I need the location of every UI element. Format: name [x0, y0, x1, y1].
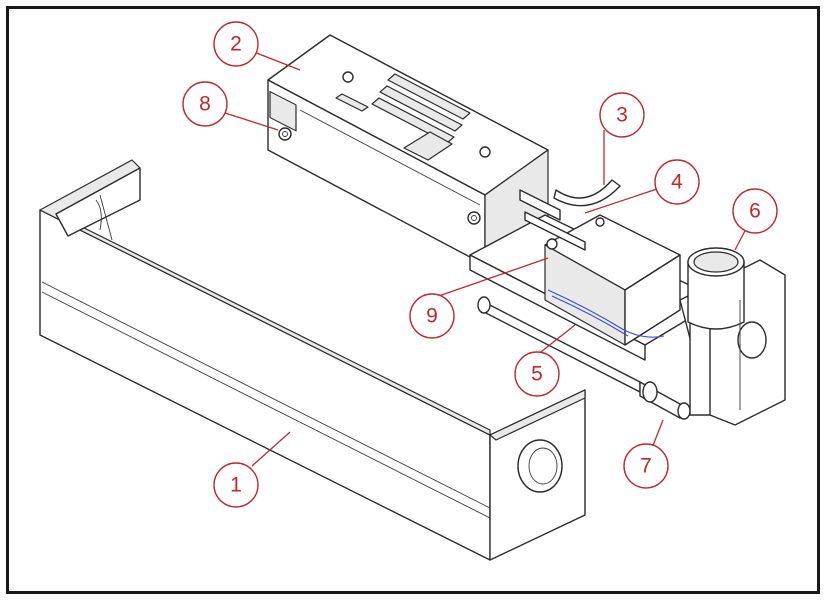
- leader-lines: [221, 51, 749, 467]
- svg-text:6: 6: [749, 200, 761, 223]
- svg-text:7: 7: [640, 455, 652, 478]
- callout-1: 1: [213, 462, 259, 508]
- callout-5: 5: [514, 351, 560, 397]
- callout-9: 9: [409, 293, 455, 339]
- svg-text:4: 4: [671, 171, 683, 194]
- housing-screw: [278, 127, 292, 141]
- part-6-cylinder-holder: [679, 247, 786, 426]
- svg-text:5: 5: [531, 363, 543, 386]
- svg-text:3: 3: [616, 104, 628, 127]
- svg-text:2: 2: [230, 33, 242, 56]
- callout-6: 6: [732, 188, 778, 234]
- pump-assembly: [469, 179, 721, 420]
- svg-text:8: 8: [199, 93, 211, 116]
- svg-text:1: 1: [230, 474, 242, 497]
- callout-4: 4: [654, 159, 700, 205]
- callout-8: 8: [182, 81, 228, 127]
- callout-3: 3: [599, 92, 645, 138]
- svg-text:9: 9: [426, 305, 438, 328]
- part-1-cover: [39, 159, 586, 561]
- part-2-housing: [267, 34, 549, 266]
- callout-2: 2: [213, 21, 259, 67]
- callout-7: 7: [623, 443, 669, 489]
- cover-end-hole: [517, 439, 563, 493]
